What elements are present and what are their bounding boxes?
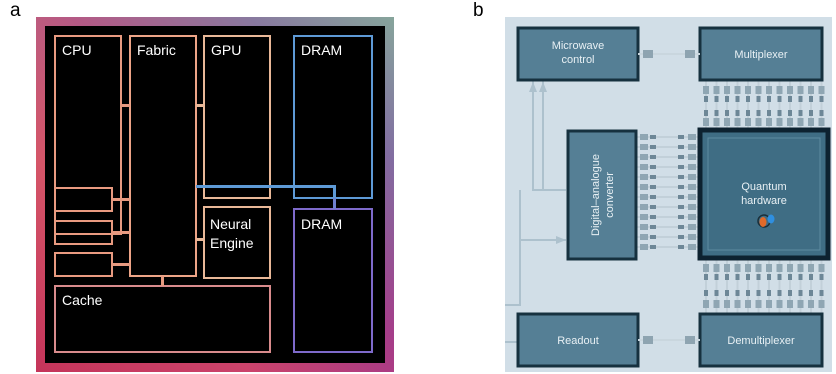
neural-label-line1: Neural	[210, 216, 251, 232]
microwave-label-line2: control	[561, 54, 594, 66]
dac-port	[640, 244, 648, 250]
gpu-block	[203, 35, 271, 199]
demultiplexer-block	[698, 312, 824, 368]
gpu-label: GPU	[211, 42, 241, 58]
multiplexer-block	[698, 26, 824, 82]
mux-port	[703, 86, 709, 94]
chip-die	[45, 26, 385, 363]
mux-port	[787, 86, 793, 94]
demux-port	[745, 264, 751, 272]
demux-port	[787, 264, 793, 272]
microwave-label-line1: Microwave	[552, 40, 605, 52]
microwave-control-block	[516, 26, 640, 82]
demux-port	[818, 264, 825, 272]
dac-port	[640, 144, 648, 150]
neural-label-line2: Engine	[210, 235, 254, 251]
demux-port	[797, 264, 804, 272]
mux-port	[818, 86, 825, 94]
mux-port	[745, 86, 751, 94]
dac-block	[566, 129, 638, 261]
dac-port	[640, 224, 648, 230]
dac-port	[640, 154, 648, 160]
dac-port	[640, 174, 648, 180]
mux-port	[713, 86, 720, 94]
memory-bus	[196, 185, 334, 188]
demux-port	[808, 264, 814, 272]
dac-label-line2: converter	[604, 172, 616, 218]
readout-block	[516, 312, 640, 368]
neural-engine-block	[203, 206, 271, 279]
panel-letter-a: a	[10, 0, 21, 21]
mux-port	[755, 86, 762, 94]
multiplexer-label: Multiplexer	[734, 49, 788, 61]
quantum-label-line1: Quantum	[741, 181, 786, 193]
mux-port	[797, 86, 804, 94]
demux-port	[713, 264, 720, 272]
mux-port	[734, 86, 741, 94]
dram-top-label: DRAM	[301, 42, 342, 58]
dac-port	[640, 184, 648, 190]
demux-port	[776, 264, 783, 272]
mux-port	[808, 86, 814, 94]
demultiplexer-label: Demultiplexer	[727, 335, 795, 347]
mux-port	[766, 86, 772, 94]
panel-letter-b: b	[473, 0, 484, 21]
dac-port	[640, 194, 648, 200]
dac-label-line1: Digital–analogue	[590, 154, 602, 236]
readout-label: Readout	[557, 335, 599, 347]
dac-port	[640, 134, 648, 140]
demux-port	[724, 264, 730, 272]
quantum-hardware-block	[697, 127, 831, 261]
dac-port	[640, 214, 648, 220]
demux-port	[766, 264, 772, 272]
dram-bottom-label: DRAM	[301, 216, 342, 232]
demux-port	[755, 264, 762, 272]
quantum-label-line2: hardware	[741, 195, 787, 207]
mux-port	[724, 86, 730, 94]
dac-port	[640, 234, 648, 240]
demux-port	[703, 264, 709, 272]
mux-port	[776, 86, 783, 94]
cpu-block	[54, 35, 122, 235]
dac-port	[640, 164, 648, 170]
demux-port	[734, 264, 741, 272]
cache-label: Cache	[62, 292, 103, 308]
fabric-label: Fabric	[137, 42, 176, 58]
dac-port	[640, 204, 648, 210]
cpu-label: CPU	[62, 42, 92, 58]
qubit-icon	[757, 214, 775, 228]
